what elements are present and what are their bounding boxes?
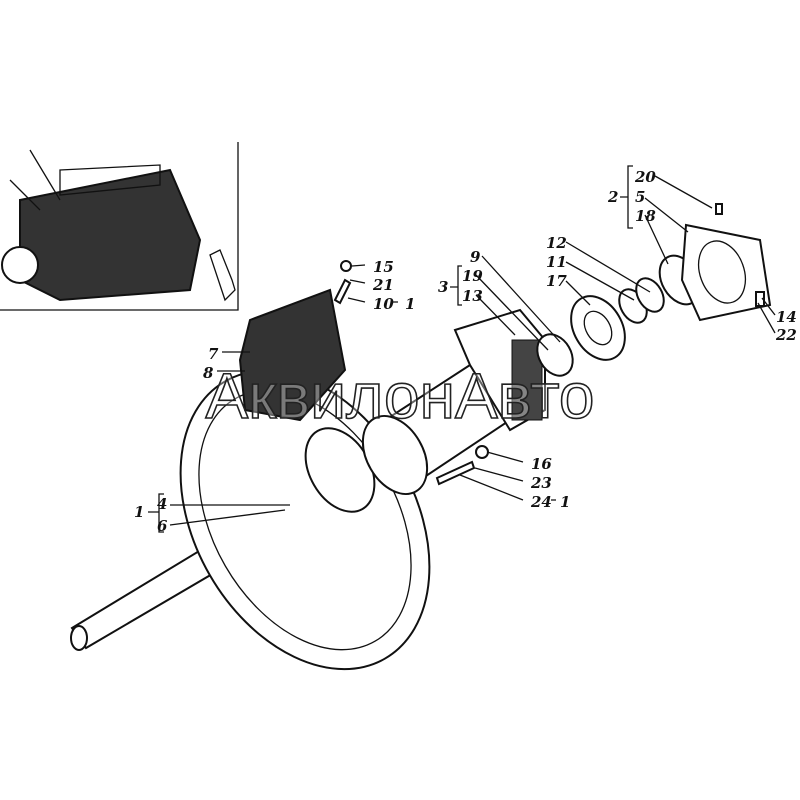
label-10: 10 (373, 295, 394, 313)
label-20: 20 (634, 168, 656, 186)
label-4: 4 (157, 495, 167, 513)
leader-lines (148, 165, 776, 533)
label-17: 17 (546, 272, 567, 290)
label-16: 16 (531, 455, 552, 473)
label-8: 8 (203, 364, 214, 382)
nut-15 (340, 260, 352, 272)
label-12: 12 (546, 234, 567, 252)
label-21: 21 (372, 276, 394, 294)
group-label-3: 3 (438, 278, 448, 296)
stud-10 (333, 278, 352, 305)
engine-inset (0, 142, 239, 311)
label-14: 14 (776, 308, 797, 326)
cover-plate (238, 288, 347, 422)
stud-24 (435, 460, 476, 486)
label-7: 7 (208, 345, 219, 363)
group-label-24: 1 (560, 493, 570, 511)
label-6: 6 (157, 517, 168, 535)
callout-labels: 20 5 18 2 12 11 17 9 19 13 3 15 21 10 1 … (134, 168, 797, 535)
label-18: 18 (635, 207, 656, 225)
group-label-1: 1 (134, 503, 144, 521)
label-24: 24 (530, 493, 552, 511)
nut-16 (475, 445, 489, 459)
label-23: 23 (530, 474, 552, 492)
label-9: 9 (470, 248, 481, 266)
label-19: 19 (462, 267, 483, 285)
extension-housing (361, 308, 546, 495)
group-label-2: 2 (607, 188, 618, 206)
label-22: 22 (775, 326, 797, 344)
group-label-10: 1 (405, 295, 415, 313)
label-15: 15 (373, 258, 394, 276)
watermark: АквилонАвто (206, 360, 595, 432)
label-5: 5 (635, 188, 645, 206)
label-13: 13 (462, 287, 483, 305)
label-11: 11 (546, 253, 567, 271)
bearing-stack (536, 203, 772, 377)
